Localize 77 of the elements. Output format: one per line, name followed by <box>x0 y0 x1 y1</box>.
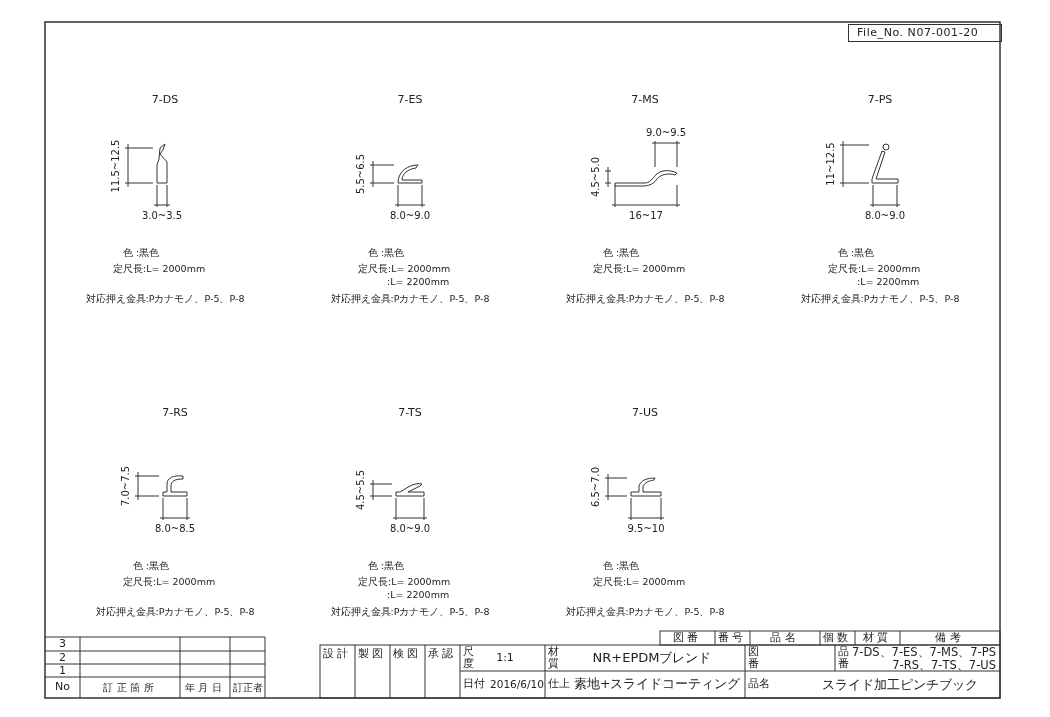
spec-text: 定尺長:L= 2000mm <box>358 264 451 275</box>
spec-text: :L= 2200mm <box>857 277 920 288</box>
table-heading: 材質 <box>548 646 560 671</box>
part-number: 7-DS <box>151 93 179 107</box>
table-heading: 尺度 <box>463 646 475 671</box>
table-heading: 検図 <box>392 647 423 661</box>
dimension-label: 16~17 <box>629 209 663 221</box>
table-heading: 品名 <box>770 631 800 645</box>
table-text: 3 <box>59 637 66 651</box>
spec-text: 対応押え金具:Pカナモノ、P-5、P-8 <box>565 606 725 618</box>
spec-text: 定尺長:L= 2000mm <box>358 577 451 588</box>
part-number: 7-US <box>632 406 658 420</box>
table-text: スライド加工ピンチブック <box>822 677 978 692</box>
table-heading: 仕上 <box>548 678 570 691</box>
table-heading: 個数 <box>822 631 853 645</box>
table-text: 1 <box>59 664 66 677</box>
dimension-label: 4.5~5.5 <box>354 469 366 511</box>
table-heading: 訂正箇所 <box>103 681 157 693</box>
table-heading: 材質 <box>862 631 893 645</box>
spec-text: 色 :黒色 <box>368 248 405 259</box>
table-heading: No <box>55 680 70 694</box>
table-text: 1:1 <box>496 651 514 665</box>
dimension-label: 8.0~9.0 <box>389 209 431 221</box>
part-number: 7-ES <box>397 93 423 107</box>
table-text: 素地+スライドコーティング <box>574 677 741 691</box>
part-number: 7-MS <box>631 93 659 107</box>
table-text: 7-DS、7-ES、7-MS、7-PS 7-RS、7-TS、7-US <box>851 646 996 672</box>
spec-text: :L= 2200mm <box>387 277 450 288</box>
dimension-label: 4.5~5.0 <box>589 156 601 198</box>
table-heading: 図番 <box>748 646 760 671</box>
spec-text: 対応押え金具:Pカナモノ、P-5、P-8 <box>85 293 245 305</box>
spec-text: 対応押え金具:Pカナモノ、P-5、P-8 <box>95 606 255 618</box>
dimension-label: 11.5~12.5 <box>109 139 121 192</box>
spec-text: 定尺長:L= 2000mm <box>113 264 206 275</box>
table-heading: 番号 <box>717 631 748 645</box>
part-number: 7-RS <box>162 406 188 420</box>
spec-text: 対応押え金具:Pカナモノ、P-5、P-8 <box>330 606 490 618</box>
spec-text: 色 :黒色 <box>368 561 405 572</box>
dimension-label: 8.0~9.0 <box>389 522 431 534</box>
dimension-label: 7.0~7.5 <box>119 465 131 507</box>
table-heading: 年月日 <box>184 681 226 693</box>
table-heading: 訂正者 <box>233 681 263 693</box>
spec-text: 色 :黒色 <box>838 248 875 259</box>
table-text: 2 <box>59 651 66 664</box>
file-number: File_No. N07-001-20 <box>848 24 1002 43</box>
table-heading: 製図 <box>357 647 388 661</box>
spec-text: 定尺長:L= 2000mm <box>828 264 921 275</box>
table-text: NR+EPDMブレンド <box>592 650 712 666</box>
dimension-label: 3.0~3.5 <box>141 209 183 221</box>
dimension-label: 8.0~8.5 <box>154 522 196 534</box>
spec-text: 対応押え金具:Pカナモノ、P-5、P-8 <box>800 293 960 305</box>
spec-text: 対応押え金具:Pカナモノ、P-5、P-8 <box>565 293 725 305</box>
spec-text: 色 :黒色 <box>133 561 170 572</box>
table-heading: 品名 <box>748 678 770 691</box>
dimension-label: 11~12.5 <box>824 142 836 186</box>
table-text: 2016/6/10 <box>490 678 544 691</box>
spec-text: 色 :黒色 <box>123 248 160 259</box>
spec-text: 対応押え金具:Pカナモノ、P-5、P-8 <box>330 293 490 305</box>
spec-text: :L= 2200mm <box>387 590 450 601</box>
spec-text: 色 :黒色 <box>603 561 640 572</box>
table-heading: 承認 <box>427 647 458 661</box>
spec-text: 定尺長:L= 2000mm <box>123 577 216 588</box>
part-number: 7-TS <box>398 406 422 420</box>
dimension-label: 9.0~9.5 <box>645 126 687 138</box>
dimension-label: 5.5~6.5 <box>354 153 366 195</box>
spec-text: 定尺長:L= 2000mm <box>593 577 686 588</box>
dimension-label: 9.5~10 <box>627 522 665 534</box>
part-number: 7-PS <box>867 93 893 107</box>
table-heading: 日付 <box>463 678 485 691</box>
table-heading: 図番 <box>672 631 703 645</box>
spec-text: 色 :黒色 <box>603 248 640 259</box>
table-heading: 品番 <box>838 646 850 671</box>
table-heading: 設計 <box>322 647 353 661</box>
spec-text: 定尺長:L= 2000mm <box>593 264 686 275</box>
dimension-label: 6.5~7.0 <box>589 466 601 508</box>
dimension-label: 8.0~9.0 <box>864 209 906 221</box>
table-heading: 備考 <box>935 631 965 645</box>
